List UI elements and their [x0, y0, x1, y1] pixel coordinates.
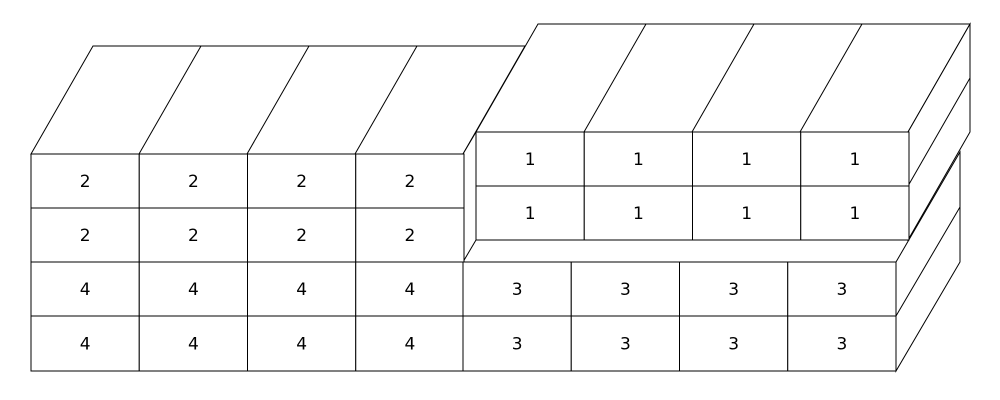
stack-2-front: 2 2 2 2 2 2 2 2 — [30, 153, 465, 263]
stack-2-block-label: 2 — [296, 172, 307, 192]
stack-1-block-label: 1 — [741, 150, 752, 170]
stack-2-block — [138, 207, 248, 263]
stack-2-block-label: 2 — [188, 172, 199, 192]
stack-3-block — [787, 315, 897, 372]
stack-3-block-label: 3 — [836, 335, 847, 355]
stack-2-block-label: 2 — [404, 172, 415, 192]
stack-2-block — [138, 153, 248, 209]
stack-1-block — [583, 131, 693, 187]
stack-4-block-label: 4 — [404, 335, 415, 355]
stack-4-block-label: 4 — [188, 335, 199, 355]
stack-1-block-label: 1 — [849, 204, 860, 224]
stack-3-block — [462, 261, 572, 317]
stack-4-block — [355, 315, 465, 372]
stack-1-top — [475, 23, 971, 133]
stack-3-block-label: 3 — [728, 335, 739, 355]
stack-3-block — [570, 315, 680, 372]
stack-3-block — [679, 261, 789, 317]
stack-3-front: 3 3 3 3 3 3 3 3 — [462, 261, 897, 372]
stack-4-block-label: 4 — [80, 335, 91, 355]
stack-1-front: 1 1 1 1 1 1 1 1 — [475, 131, 910, 241]
stack-3-block-label: 3 — [620, 280, 631, 300]
stack-2-block — [355, 153, 465, 209]
stack-3-block-label: 3 — [836, 280, 847, 300]
stack-1-block-label: 1 — [525, 204, 536, 224]
stack-2-block — [30, 207, 140, 263]
stack-3-block-label: 3 — [620, 335, 631, 355]
stack-1-block — [800, 131, 910, 187]
stack-1-block-label: 1 — [633, 150, 644, 170]
stack-1-block — [475, 185, 585, 241]
stack-3-block — [679, 315, 789, 372]
stack-2-block — [247, 207, 357, 263]
stack-4-front: 4 4 4 4 4 4 4 4 — [30, 261, 465, 372]
stack-1-block-label: 1 — [849, 150, 860, 170]
stack-2-block — [355, 207, 465, 263]
stack-2-block-label: 2 — [80, 172, 91, 192]
stack-4-block — [247, 315, 357, 372]
stack-3-block-label: 3 — [512, 335, 523, 355]
stack-1-block — [583, 185, 693, 241]
stack-2-top — [30, 45, 526, 155]
stack-4-block-label: 4 — [188, 280, 199, 300]
stack-4-block — [30, 261, 140, 317]
stack-2-block-label: 2 — [80, 226, 91, 246]
stack-2-block-label: 2 — [296, 226, 307, 246]
stack-3-block-label: 3 — [728, 280, 739, 300]
stack-4-block-label: 4 — [404, 280, 415, 300]
stack-2-block-label: 2 — [188, 226, 199, 246]
stack-4-block-label: 4 — [296, 280, 307, 300]
stack-2-block-label: 2 — [404, 226, 415, 246]
stack-4-block — [138, 261, 248, 317]
stack-4-block — [30, 315, 140, 372]
stack-4-block-label: 4 — [296, 335, 307, 355]
stack-2-side — [462, 130, 477, 264]
stack-1-block-label: 1 — [741, 204, 752, 224]
stack-3-block-label: 3 — [512, 280, 523, 300]
stack-4-block — [247, 261, 357, 317]
stack-1-block — [800, 185, 910, 241]
stack-4-block-label: 4 — [80, 280, 91, 300]
stack-1-block-label: 1 — [633, 204, 644, 224]
stack-1-block-label: 1 — [525, 150, 536, 170]
